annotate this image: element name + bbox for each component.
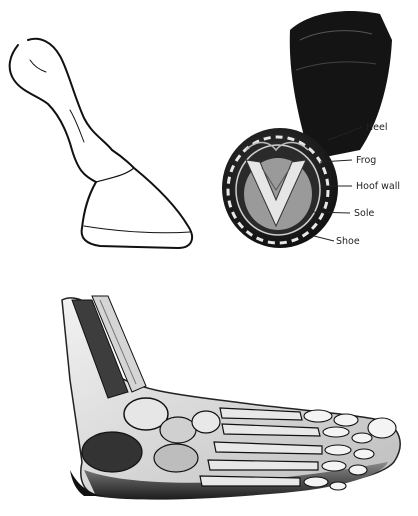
horse-leg-sketch [10, 39, 192, 248]
label-frog: Frog [356, 156, 376, 166]
label-heel: Heel [366, 123, 387, 133]
label-hoof-wall: Hoof wall [356, 182, 400, 192]
label-shoe: Shoe [336, 237, 360, 247]
label-sole: Sole [354, 209, 374, 219]
human-foot-skeleton-illustration [62, 296, 400, 500]
